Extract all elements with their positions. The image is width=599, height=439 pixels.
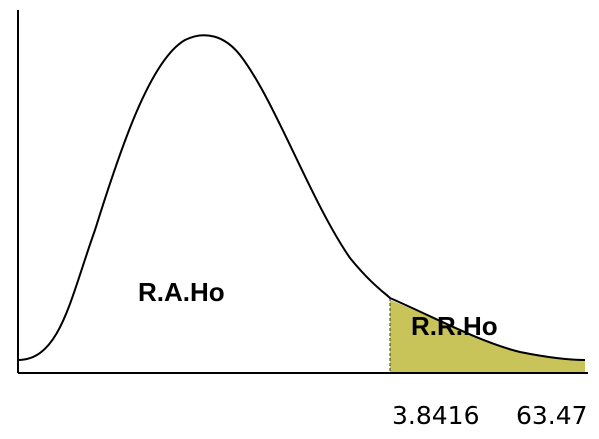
acceptance-region-label: R.A.Ho	[138, 277, 225, 307]
distribution-curve	[17, 34, 586, 361]
statistic-value-label: 63.47	[516, 401, 588, 430]
rejection-region-label: R.R.Ho	[411, 311, 498, 341]
rejection-region-fill	[390, 300, 585, 373]
critical-value-label: 3.8416	[392, 401, 479, 430]
